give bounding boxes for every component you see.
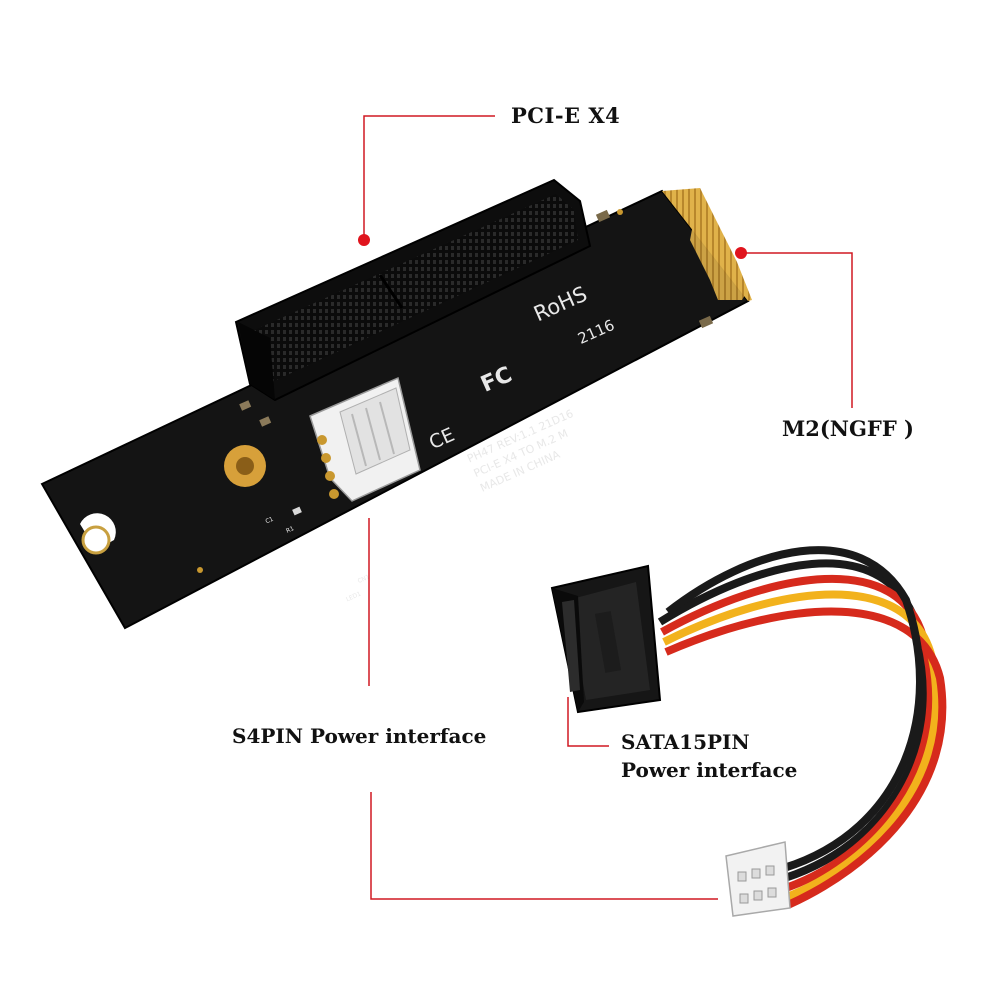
silk-r1: R1 [285,525,295,535]
callout-lines [363,115,853,900]
label-sata15pin-power: SATA15PIN Power interface [621,728,797,784]
s4pin-connector [309,376,421,502]
pcie-x4-slot [234,178,592,402]
callout-sata [567,697,609,747]
sata15pin-connector [550,564,662,714]
silk-cn1: CN1 [357,573,371,585]
callout-pcie [363,115,495,240]
label-m2-ngff: M2(NGFF ) [782,416,914,441]
silk-c1: C1 [264,516,274,526]
callout-dot-pcie [358,234,370,246]
callout-dot-m2 [735,247,747,259]
callout-s4pin-lower [370,792,718,900]
callout-m2 [741,252,853,408]
label-sata-line2: Power interface [621,758,798,782]
label-s4pin-power: S4PIN Power interface [232,724,487,748]
sata-power-cable [550,546,947,917]
label-sata-line1: SATA15PIN [621,730,750,754]
silk-led1: LED1 [345,590,362,603]
m2-adapter-board: RoHS FC 2116 CE PH47 REV:1.1 21D16 PCI-E… [40,178,752,630]
small-4pin-connector [725,841,791,917]
label-pcie-x4: PCI-E X4 [511,103,621,128]
